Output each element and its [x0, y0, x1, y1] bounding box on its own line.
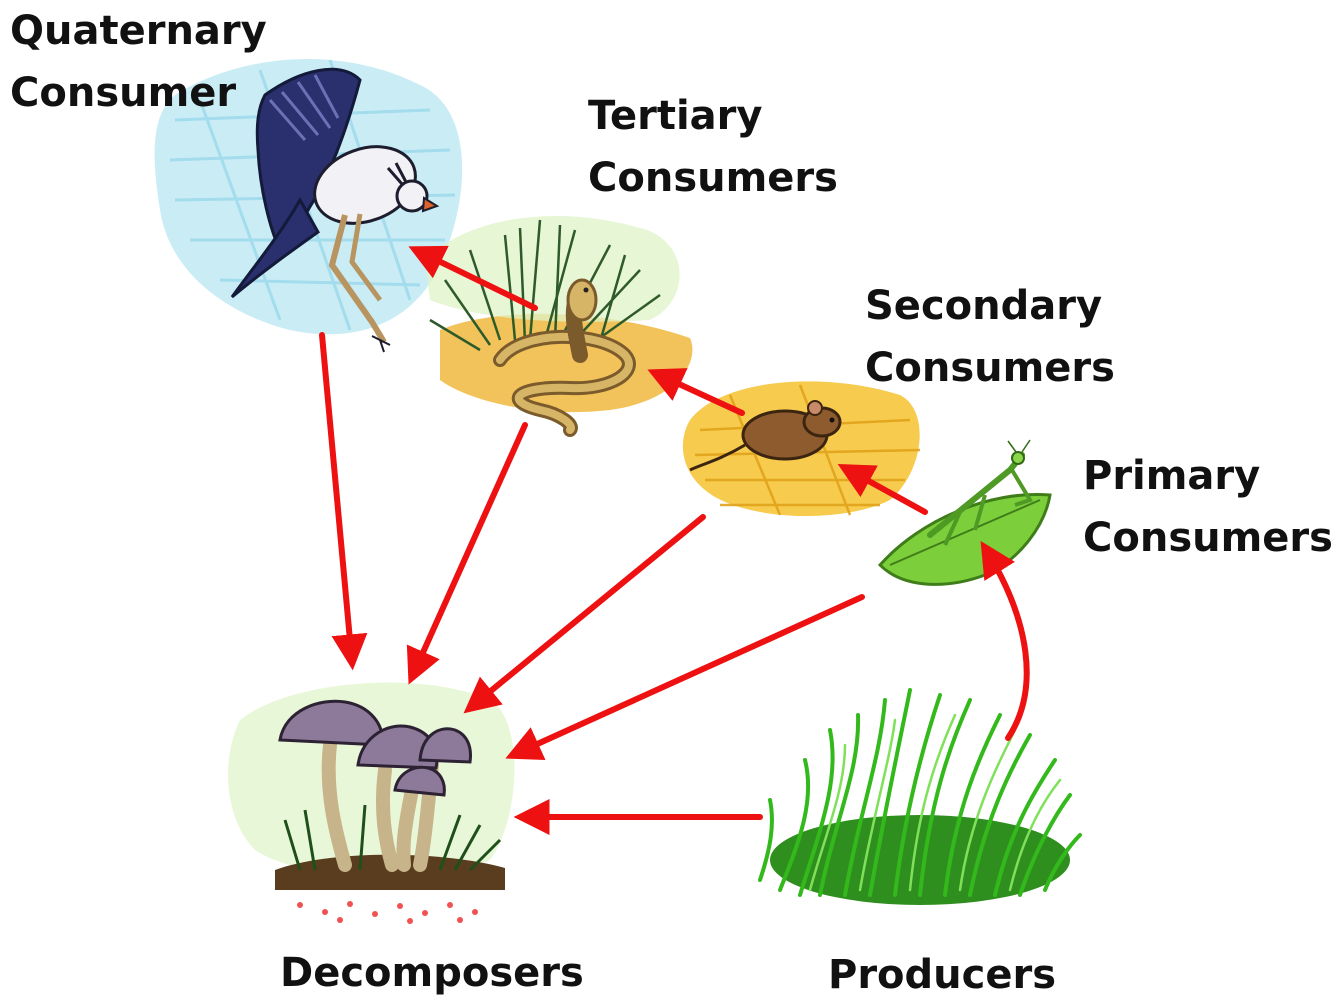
primary-consumers-label: Primary Consumers: [1083, 445, 1333, 569]
tertiary-label-line1: Tertiary: [588, 85, 838, 147]
arrow-secondary-to-decomposers: [470, 517, 703, 708]
decomposers-label: Decomposers: [280, 942, 584, 998]
arrow-primary-to-decomposers: [513, 597, 862, 755]
arrow-tertiary-to-decomposers: [412, 425, 525, 677]
tertiary-label-line2: Consumers: [588, 147, 838, 209]
mushrooms-icon: [228, 683, 514, 924]
quaternary-label-line2: Consumer: [10, 62, 267, 124]
quaternary-consumer-label: Quaternary Consumer: [10, 0, 267, 124]
cobra-snake-icon: [425, 216, 692, 430]
producers-label: Producers: [828, 944, 1056, 998]
primary-label-line1: Primary: [1083, 445, 1333, 507]
secondary-label-line1: Secondary: [865, 275, 1115, 337]
arrow-secondary-to-tertiary: [655, 373, 742, 413]
decomposers-label-text: Decomposers: [280, 942, 584, 998]
producers-label-text: Producers: [828, 944, 1056, 998]
secondary-label-line2: Consumers: [865, 337, 1115, 399]
primary-label-line2: Consumers: [1083, 507, 1333, 569]
arrow-producers-to-primary: [985, 548, 1027, 738]
grass-tuft-icon: [760, 690, 1080, 905]
arrow-quaternary-to-decomposers: [322, 335, 352, 662]
quaternary-label-line1: Quaternary: [10, 0, 267, 62]
tertiary-consumers-label: Tertiary Consumers: [588, 85, 838, 209]
secondary-consumers-label: Secondary Consumers: [865, 275, 1115, 399]
